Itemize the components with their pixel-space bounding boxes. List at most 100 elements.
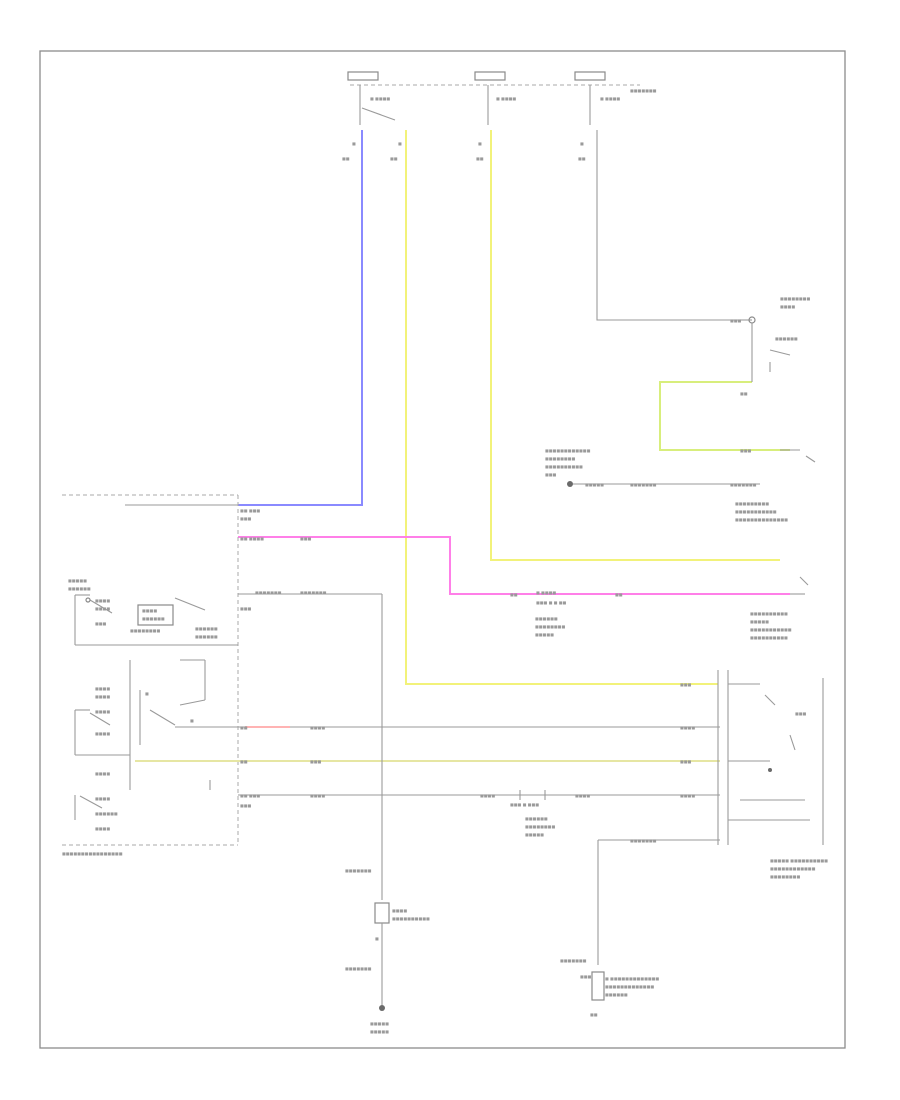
pink-junction: ■■ ■ ■■■■ ■■■ ■ ■ ■■ ■■■■■■ ■■■■■■■■ ■■■… xyxy=(510,590,623,637)
svg-text:■■■■: ■■■■ xyxy=(95,606,110,611)
svg-text:■■■■■■: ■■■■■■ xyxy=(525,816,548,821)
svg-text:■■■■■■■: ■■■■■■■ xyxy=(255,590,282,595)
svg-text:■: ■ xyxy=(580,141,584,146)
junction-connector-bottom: ■■■ ■ ■■■ ■■■■■■ ■■■■■■■■ ■■■■■ xyxy=(510,790,555,837)
svg-text:■■■■■■■: ■■■■■■■ xyxy=(345,966,372,971)
svg-text:■ ■■■■■■■■■■■■■: ■ ■■■■■■■■■■■■■ xyxy=(605,976,659,981)
svg-text:■■■■: ■■■■ xyxy=(392,908,407,913)
svg-text:■■: ■■ xyxy=(476,156,484,161)
svg-text:■■■■■: ■■■■■ xyxy=(535,632,554,637)
svg-text:■■■■: ■■■■ xyxy=(575,793,590,798)
svg-text:■■■■■■: ■■■■■■ xyxy=(95,811,118,816)
svg-text:■■■■■■■: ■■■■■■■ xyxy=(560,958,587,963)
svg-text:■■■■■■■■■■■■■■: ■■■■■■■■■■■■■■ xyxy=(735,517,788,522)
svg-text:■■■■■■: ■■■■■■ xyxy=(68,586,91,591)
svg-text:■■■■: ■■■■ xyxy=(310,793,325,798)
svg-text:■■■■: ■■■■ xyxy=(95,731,110,736)
green-yellow-wire xyxy=(659,381,790,451)
svg-text:■■■■: ■■■■ xyxy=(680,793,695,798)
svg-text:■■■■■■■■■■: ■■■■■■■■■■ xyxy=(545,464,583,469)
ground-point-bottom-right: ■■■■■■■ ■■■■■■■ ■■■ ■ ■■■■■■■■■■■■■ ■■■■… xyxy=(560,838,720,1017)
svg-text:■■■■■: ■■■■■ xyxy=(750,619,769,624)
svg-text:■ ■■■■: ■ ■■■■ xyxy=(370,96,390,101)
svg-text:■■■■■: ■■■■■ xyxy=(68,578,87,583)
svg-text:■■■■■■■■■■: ■■■■■■■■■■ xyxy=(750,611,788,616)
svg-text:■■■: ■■■ xyxy=(580,974,592,979)
svg-text:■■■■■■■: ■■■■■■■ xyxy=(300,590,327,595)
svg-text:■■■■: ■■■■ xyxy=(95,598,110,603)
svg-text:■■■■■■■: ■■■■■■■ xyxy=(345,868,372,873)
svg-text:■: ■ xyxy=(145,691,149,696)
svg-text:■■■■■■: ■■■■■■ xyxy=(195,626,218,631)
intermittent-switch: ■■■■ ■■■■ ■■■■■■ ■■■■ xyxy=(74,771,118,831)
svg-text:■■■■■■■■: ■■■■■■■■ xyxy=(130,628,160,633)
yellow-wire-washer xyxy=(490,130,780,561)
combination-switch: ■■■■■■■■■■■■■■■■ xyxy=(62,494,239,856)
svg-text:■■■■■■■: ■■■■■■■ xyxy=(730,482,757,487)
svg-text:■■■: ■■■ xyxy=(795,711,807,716)
svg-text:■■: ■■ xyxy=(578,156,586,161)
svg-text:■■■■■■: ■■■■■■ xyxy=(605,992,628,997)
svg-text:■■: ■■ xyxy=(510,592,518,597)
gray-wire-meter xyxy=(596,130,740,321)
svg-text:■ ■■■■: ■ ■■■■ xyxy=(600,96,620,101)
svg-text:■■■■: ■■■■ xyxy=(480,793,495,798)
svg-text:■■ ■■■: ■■ ■■■ xyxy=(240,508,260,513)
svg-text:■■■ ■ ■ ■■: ■■■ ■ ■ ■■ xyxy=(536,600,566,605)
shield-wire: ■■■■■■■■■■■■ ■■■■■■■■ ■■■■■■■■■■ ■■■ ■■■… xyxy=(545,448,788,522)
svg-text:■■■■■■: ■■■■■■ xyxy=(195,634,218,639)
svg-text:■■■: ■■■ xyxy=(545,472,557,477)
ground-drop-wire: ■■■■■■■ ■■■■ ■■■■■■■■■■ ■ ■■■■■■■ ■■■■■ … xyxy=(238,593,430,1034)
svg-text:■■■: ■■■ xyxy=(240,606,252,611)
fuse-box-left: ■ ■■■■ ■ ■■■■ ■ ■■■■ ■■■■■■■ xyxy=(347,71,657,125)
top-terminal-labels: ■ ■ ■ ■ ■■ ■■ ■■ ■■ xyxy=(342,141,586,161)
svg-text:■■■■■ ■■■■■■■■■■: ■■■■■ ■■■■■■■■■■ xyxy=(770,858,828,863)
svg-text:■■■: ■■■ xyxy=(240,803,252,808)
svg-text:■■■■■■: ■■■■■■ xyxy=(142,616,165,621)
svg-text:■■■■■: ■■■■■ xyxy=(585,482,604,487)
front-wiper-motor: ■■■ ■■■■■ ■■■■■■■■■■ ■■■■■■■■■■■■ ■■■■■■… xyxy=(717,670,828,879)
svg-text:■■ ■■■■: ■■ ■■■■ xyxy=(240,536,264,541)
svg-text:■■■■■■■■■■■■: ■■■■■■■■■■■■ xyxy=(770,866,816,871)
svg-text:■■: ■■ xyxy=(390,156,398,161)
svg-text:■■: ■■ xyxy=(240,725,248,730)
svg-text:■■■■: ■■■■ xyxy=(95,709,110,714)
washer-connector: ■■■ xyxy=(740,448,816,463)
svg-text:■■■: ■■■ xyxy=(240,516,252,521)
svg-text:■■: ■■ xyxy=(590,1012,598,1017)
svg-text:■■■■: ■■■■ xyxy=(780,304,795,309)
svg-text:■■■: ■■■ xyxy=(680,682,692,687)
svg-text:■■■■: ■■■■ xyxy=(142,608,157,613)
svg-text:■■■■■■■■■■■■■■■■: ■■■■■■■■■■■■■■■■ xyxy=(62,851,123,856)
svg-text:■■■■■■■■■■■■: ■■■■■■■■■■■■ xyxy=(545,448,591,453)
svg-text:■■■■■: ■■■■■ xyxy=(370,1029,389,1034)
svg-text:■: ■ xyxy=(478,141,482,146)
svg-text:■■: ■■ xyxy=(615,592,623,597)
svg-text:■■■■■■■■■■■■■: ■■■■■■■■■■■■■ xyxy=(605,984,654,989)
svg-text:■■■■: ■■■■ xyxy=(95,771,110,776)
svg-text:■■■■■■■■: ■■■■■■■■ xyxy=(525,824,555,829)
svg-text:■■■: ■■■ xyxy=(300,536,312,541)
svg-text:■■■■■■■■■■: ■■■■■■■■■■ xyxy=(392,916,430,921)
wiper-switch: ■■■■ ■■■■ ■■■■ ■■■■ ■ ■ xyxy=(74,659,211,790)
svg-text:■■■■■■■■■■: ■■■■■■■■■■ xyxy=(750,635,788,640)
svg-text:■■■■■■■■: ■■■■■■■■ xyxy=(545,456,575,461)
svg-text:■■■ ■ ■■■: ■■■ ■ ■■■ xyxy=(510,802,539,807)
svg-text:■■■: ■■■ xyxy=(680,759,692,764)
washer-switch: ■■■■■ ■■■■■■ ■■■■ ■■■■ ■■■ ■■■■ ■■■■■■ ■… xyxy=(68,578,238,646)
svg-text:■■■■■■: ■■■■■■ xyxy=(775,336,798,341)
svg-text:■■■: ■■■ xyxy=(740,448,752,453)
svg-text:■■: ■■ xyxy=(342,156,350,161)
diagram-frame xyxy=(39,50,846,1049)
svg-text:■: ■ xyxy=(375,936,379,941)
front-washer-motor: ■■■■■■■■■■ ■■■■■ ■■■■■■■■■■■ ■■■■■■■■■■ xyxy=(750,576,809,640)
svg-text:■■■■: ■■■■ xyxy=(95,826,110,831)
svg-text:■■■■■■■■: ■■■■■■■■ xyxy=(770,874,800,879)
svg-text:■■■■■■■■: ■■■■■■■■ xyxy=(780,296,810,301)
svg-text:■■■: ■■■ xyxy=(730,318,742,323)
svg-text:■■■■■■■■■■■: ■■■■■■■■■■■ xyxy=(735,509,777,514)
svg-text:■■■■■■■■■■■: ■■■■■■■■■■■ xyxy=(750,627,792,632)
svg-text:■■■■■■■: ■■■■■■■ xyxy=(630,88,657,93)
svg-text:■■■■■: ■■■■■ xyxy=(525,832,544,837)
